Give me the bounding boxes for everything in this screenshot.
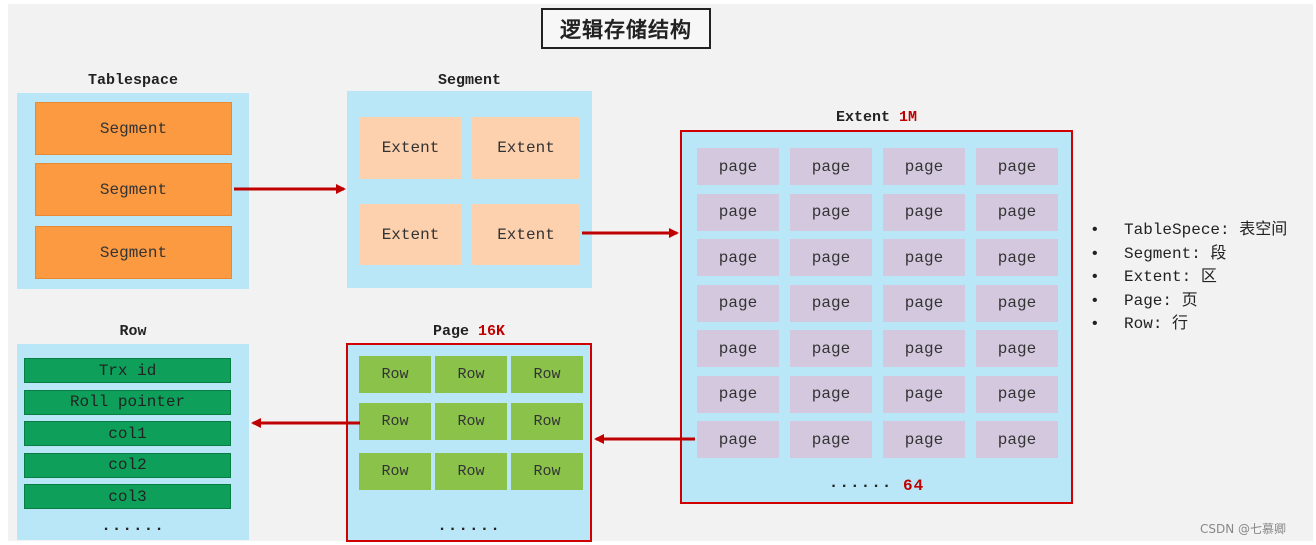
page-row: Row xyxy=(435,453,507,490)
diagram-title: 逻辑存储结构 xyxy=(541,8,711,49)
extent-page: page xyxy=(976,193,1058,231)
extent-dots: ······ 64 xyxy=(828,477,925,495)
page-row: Row xyxy=(359,403,431,440)
segment-extent: Extent xyxy=(472,117,580,179)
segment-extent: Extent xyxy=(472,204,580,265)
extent-page: page xyxy=(790,193,872,231)
extent-page: page xyxy=(976,284,1058,322)
row-label: Row xyxy=(119,323,147,340)
page-row: Row xyxy=(511,356,583,393)
tablespace-segment: Segment xyxy=(35,163,232,216)
extent-count: 64 xyxy=(903,477,925,495)
page-label: Page 16K xyxy=(432,323,506,340)
extent-page: page xyxy=(883,148,965,185)
page-dots: ······ xyxy=(437,520,501,538)
legend: •TableSpece: 表空间 •Segment: 段 •Extent: 区 … xyxy=(1090,218,1287,336)
legend-item: •TableSpece: 表空间 xyxy=(1090,219,1288,239)
extent-label: Extent 1M xyxy=(835,109,918,126)
extent-page: page xyxy=(697,375,779,413)
page-row: Row xyxy=(511,403,583,440)
row-field: col3 xyxy=(24,484,231,509)
page-row: Row xyxy=(435,356,507,393)
extent-page: page xyxy=(790,421,872,458)
extent-page: page xyxy=(883,239,965,276)
extent-page: page xyxy=(976,330,1058,367)
extent-page: page xyxy=(697,193,779,231)
page-row: Row xyxy=(511,453,583,490)
extent-page: page xyxy=(976,148,1058,185)
page-row: Row xyxy=(359,453,431,490)
extent-page: page xyxy=(883,375,965,413)
page-row: Row xyxy=(435,403,507,440)
extent-page: page xyxy=(790,284,872,322)
extent-page: page xyxy=(790,330,872,367)
extent-page: page xyxy=(883,421,965,458)
extent-page: page xyxy=(697,239,779,276)
segment-extent: Extent xyxy=(360,117,461,179)
extent-page: page xyxy=(697,148,779,185)
legend-item: •Page: 页 xyxy=(1090,289,1198,310)
legend-item: •Extent: 区 xyxy=(1090,266,1217,286)
extent-page: page xyxy=(883,284,965,322)
extent-page: page xyxy=(976,239,1058,276)
row-dots: ······ xyxy=(101,520,165,538)
legend-item: •Segment: 段 xyxy=(1090,242,1227,263)
extent-size: 1M xyxy=(899,109,918,126)
extent-page: page xyxy=(697,330,779,367)
tablespace-segment: Segment xyxy=(35,226,232,279)
extent-page: page xyxy=(976,421,1058,458)
extent-page: page xyxy=(790,239,872,276)
tablespace-label: Tablespace xyxy=(87,72,178,89)
extent-page: page xyxy=(790,148,872,185)
extent-page: page xyxy=(790,375,872,413)
segment-label: Segment xyxy=(437,72,501,89)
row-field: Roll pointer xyxy=(24,389,231,415)
tablespace-segment: Segment xyxy=(35,102,232,155)
watermark: CSDN @七慕卿 xyxy=(1200,522,1287,536)
page-row: Row xyxy=(359,356,431,393)
extent-page: page xyxy=(697,421,779,458)
extent-page: page xyxy=(883,193,965,231)
extent-page: page xyxy=(883,330,965,367)
extent-page: page xyxy=(976,375,1058,413)
row-field: Trx id xyxy=(24,358,231,383)
row-field: col1 xyxy=(24,421,231,446)
row-field: col2 xyxy=(24,452,231,478)
page-size: 16K xyxy=(478,323,506,340)
segment-extent: Extent xyxy=(360,204,461,265)
extent-page: page xyxy=(697,284,779,322)
legend-item: •Row: 行 xyxy=(1090,313,1189,333)
